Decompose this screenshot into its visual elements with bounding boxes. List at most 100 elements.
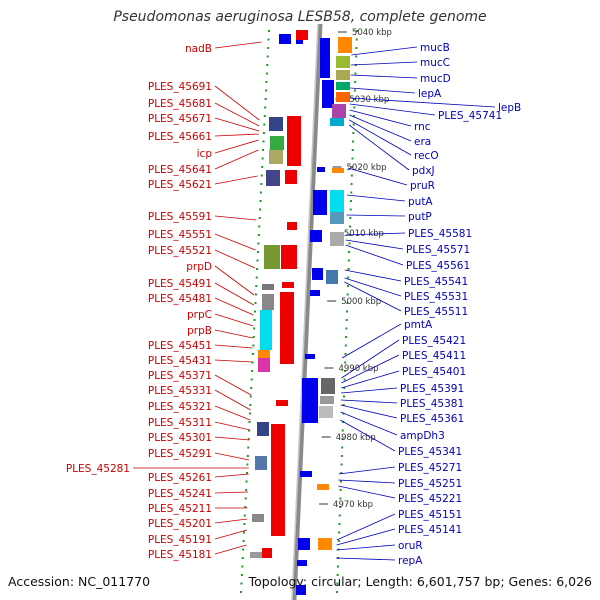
forward-gene-block[interactable] (296, 30, 308, 40)
left-gene-label[interactable]: icp (197, 148, 213, 160)
forward-gene-block[interactable] (282, 282, 294, 288)
left-gene-label[interactable]: PLES_45431 (148, 355, 212, 367)
left-gene-label[interactable]: PLES_45591 (148, 211, 212, 223)
forward-gene-block[interactable] (276, 400, 288, 406)
right-gene-label[interactable]: ampDh3 (400, 430, 445, 442)
right-gene-label[interactable]: PLES_45581 (408, 228, 472, 240)
gene-box[interactable] (330, 232, 344, 246)
gene-box[interactable] (318, 538, 332, 550)
reverse-gene-block[interactable] (310, 290, 320, 296)
right-gene-label[interactable]: PLES_45531 (404, 291, 468, 303)
gene-box[interactable] (332, 104, 346, 118)
forward-gene-block[interactable] (287, 222, 297, 230)
forward-gene-block[interactable] (280, 292, 294, 364)
right-gene-label[interactable]: lepB (498, 102, 521, 114)
reverse-gene-block[interactable] (302, 378, 318, 423)
forward-gene-block[interactable] (281, 245, 297, 269)
left-gene-label[interactable]: PLES_45451 (148, 340, 212, 352)
gene-box[interactable] (320, 396, 334, 404)
left-gene-label[interactable]: PLES_45201 (148, 518, 212, 530)
right-gene-label[interactable]: PLES_45411 (402, 350, 466, 362)
right-gene-label[interactable]: PLES_45561 (406, 260, 470, 272)
gene-box[interactable] (262, 284, 274, 290)
gene-box[interactable] (264, 245, 280, 269)
gene-box[interactable] (330, 212, 344, 224)
left-gene-label[interactable]: PLES_45691 (148, 81, 212, 93)
reverse-gene-block[interactable] (298, 538, 310, 550)
reverse-gene-block[interactable] (322, 80, 334, 108)
right-gene-label[interactable]: PLES_45401 (402, 366, 466, 378)
left-gene-label[interactable]: PLES_45661 (148, 131, 212, 143)
left-gene-label[interactable]: PLES_45181 (148, 549, 212, 561)
right-gene-label[interactable]: rnc (414, 121, 431, 133)
left-gene-label[interactable]: PLES_45241 (148, 488, 212, 500)
gene-box[interactable] (336, 82, 350, 90)
right-gene-label[interactable]: PLES_45421 (402, 335, 466, 347)
reverse-gene-block[interactable] (317, 167, 325, 172)
left-gene-label[interactable]: PLES_45311 (148, 417, 212, 429)
forward-gene-block[interactable] (262, 548, 272, 558)
left-gene-label[interactable]: PLES_45371 (148, 370, 212, 382)
left-gene-label[interactable]: PLES_45211 (148, 503, 212, 515)
left-gene-label[interactable]: PLES_45281 (66, 463, 130, 475)
right-gene-label[interactable]: PLES_45361 (400, 413, 464, 425)
right-gene-label[interactable]: oruR (398, 540, 423, 552)
gene-box[interactable] (250, 552, 262, 558)
gene-box[interactable] (338, 37, 352, 53)
left-gene-label[interactable]: PLES_45671 (148, 113, 212, 125)
right-gene-label[interactable]: mucC (420, 57, 450, 69)
gene-box[interactable] (252, 514, 264, 522)
left-gene-label[interactable]: PLES_45301 (148, 432, 212, 444)
reverse-gene-block[interactable] (312, 268, 323, 280)
gene-box[interactable] (255, 456, 267, 470)
right-gene-label[interactable]: PLES_45341 (398, 446, 462, 458)
right-gene-label[interactable]: PLES_45151 (398, 509, 462, 521)
right-gene-label[interactable]: mucB (420, 42, 450, 54)
gene-box[interactable] (266, 170, 280, 186)
right-gene-label[interactable]: putA (408, 196, 433, 208)
left-gene-label[interactable]: PLES_45321 (148, 401, 212, 413)
gene-box[interactable] (321, 378, 335, 394)
gene-box[interactable] (270, 136, 284, 150)
forward-gene-block[interactable] (285, 170, 297, 184)
right-gene-label[interactable]: PLES_45271 (398, 462, 462, 474)
left-gene-label[interactable]: PLES_45481 (148, 293, 212, 305)
left-gene-label[interactable]: PLES_45491 (148, 278, 212, 290)
gene-box[interactable] (269, 117, 283, 131)
right-gene-label[interactable]: era (414, 136, 431, 148)
right-gene-label[interactable]: PLES_45381 (400, 398, 464, 410)
reverse-gene-block[interactable] (305, 354, 315, 359)
gene-box[interactable] (319, 406, 333, 418)
gene-box[interactable] (258, 350, 270, 358)
forward-gene-block[interactable] (271, 424, 285, 536)
left-gene-label[interactable]: PLES_45261 (148, 472, 212, 484)
gene-box[interactable] (336, 92, 350, 102)
right-gene-label[interactable]: repA (398, 555, 423, 567)
gene-box[interactable] (330, 190, 344, 212)
right-gene-label[interactable]: PLES_45391 (400, 383, 464, 395)
reverse-gene-block[interactable] (296, 585, 306, 595)
reverse-gene-block[interactable] (313, 190, 327, 215)
left-gene-label[interactable]: PLES_45521 (148, 245, 212, 257)
right-gene-label[interactable]: pmtA (404, 319, 433, 331)
forward-gene-block[interactable] (287, 116, 301, 166)
left-gene-label[interactable]: PLES_45551 (148, 229, 212, 241)
reverse-gene-block[interactable] (320, 38, 330, 78)
right-gene-label[interactable]: lepA (418, 88, 442, 100)
right-gene-label[interactable]: PLES_45251 (398, 478, 462, 490)
reverse-gene-block[interactable] (310, 230, 322, 242)
right-gene-label[interactable]: PLES_45511 (404, 306, 468, 318)
gene-box[interactable] (336, 56, 350, 68)
gene-box[interactable] (336, 70, 350, 80)
gene-box[interactable] (330, 118, 344, 126)
right-gene-label[interactable]: PLES_45221 (398, 493, 462, 505)
right-gene-label[interactable]: mucD (420, 73, 451, 85)
left-gene-label[interactable]: nadB (185, 43, 212, 55)
left-gene-label[interactable]: PLES_45621 (148, 179, 212, 191)
reverse-gene-block[interactable] (300, 471, 312, 477)
left-gene-label[interactable]: PLES_45291 (148, 448, 212, 460)
gene-box[interactable] (258, 358, 270, 372)
gene-box[interactable] (326, 270, 338, 284)
gene-box[interactable] (269, 150, 283, 164)
